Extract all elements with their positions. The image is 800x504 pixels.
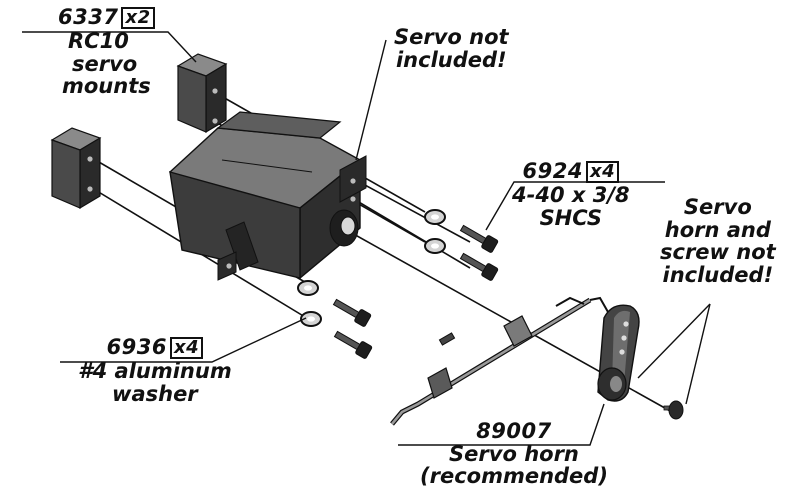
quantity-badge: x4 — [170, 337, 204, 359]
horn-note-1: Servo — [683, 195, 752, 219]
washer-desc-2: washer — [112, 381, 198, 406]
label-servo-horn: 89007 Servo horn (recommended) — [420, 420, 608, 488]
horn-note-4: included! — [662, 263, 774, 288]
servo-mount-left — [50, 127, 102, 210]
part-number: 6924 — [522, 159, 583, 183]
servo-note-1: Servo not — [394, 25, 509, 49]
servo-note-2: included! — [395, 47, 507, 72]
quantity-badge: x4 — [585, 161, 620, 183]
part-number: 6337 — [58, 5, 119, 29]
mount-desc-2: servo — [72, 51, 138, 76]
servo-mount-right — [176, 53, 228, 134]
steering-linkage — [390, 296, 609, 426]
part-number: 6936 — [106, 335, 168, 359]
quantity-badge: x2 — [121, 7, 155, 29]
horn-note-3: screw not — [660, 240, 776, 265]
horn-desc-2: (recommended) — [420, 464, 608, 489]
servo-body — [168, 111, 367, 281]
note-horn-not-included: Servo horn and screw not included! — [660, 196, 776, 287]
washer-desc-1: #4 aluminum — [78, 359, 232, 383]
note-servo-not-included: Servo not included! — [394, 26, 509, 71]
horn-desc-1: Servo horn — [449, 441, 579, 466]
servo-horn — [597, 304, 684, 420]
washer-holes — [304, 214, 439, 322]
horn-note-2: horn and — [664, 217, 771, 242]
shcs-desc-1: 4-40 x 3/8 — [512, 183, 630, 207]
part-number-89007: 89007 — [476, 419, 552, 443]
shcs-desc-2: SHCS — [539, 205, 603, 230]
mount-desc-1: RC10 — [68, 29, 129, 53]
shcs-screws — [332, 224, 499, 359]
mount-desc-3: mounts — [62, 74, 151, 99]
